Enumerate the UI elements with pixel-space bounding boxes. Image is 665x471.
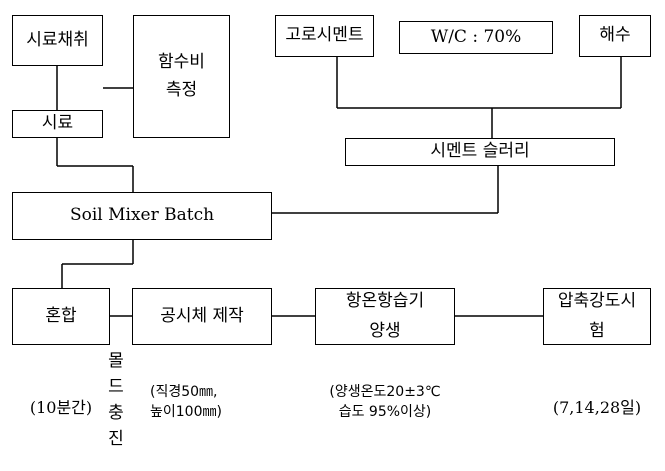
seawater-label: 해수 <box>599 25 631 46</box>
wc-ratio-box: W/C : 70% <box>399 21 553 54</box>
specimen-size-line-2: 높이100㎜) <box>150 404 222 421</box>
test-ages-note: (7,14,28일) <box>530 396 664 419</box>
mold-filling-char-1: 몰 <box>108 351 124 371</box>
moisture-line-2: 측정 <box>165 79 198 100</box>
moisture-content-text: 함수비 측정 <box>158 49 205 103</box>
soil-mixer-batch-label: Soil Mixer Batch <box>69 205 215 226</box>
specimen-making-box: 공시체 제작 <box>132 288 272 345</box>
mixing-box: 혼합 <box>12 288 110 345</box>
compression-test-box: 압축강도시 험 <box>543 288 651 345</box>
cement-slurry-label: 시멘트 슬러리 <box>430 141 530 162</box>
specimen-making-label: 공시체 제작 <box>160 305 244 326</box>
curing-line-2: 양생 <box>369 320 401 341</box>
compression-line-2: 험 <box>589 320 605 341</box>
soil-mixer-batch-box: Soil Mixer Batch <box>12 192 272 240</box>
sample-box: 시료 <box>12 110 103 138</box>
curing-cond-line-1: (양생온도20±3℃ <box>329 384 441 400</box>
curing-line-1: 항온항습기 <box>345 290 425 311</box>
mixing-time-text: (10분간) <box>29 398 93 417</box>
sample-label: 시료 <box>41 113 74 134</box>
seawater-box: 해수 <box>579 15 651 57</box>
test-ages-text: (7,14,28일) <box>552 398 642 417</box>
specimen-size-line-1: (직경50㎜, <box>150 384 218 400</box>
mold-filling-char-4: 진 <box>108 429 124 449</box>
blast-furnace-cement-box: 고로시멘트 <box>275 15 374 57</box>
mold-filling-vertical: 몰 드 충 진 <box>104 348 128 452</box>
cement-slurry-box: 시멘트 슬러리 <box>345 138 615 166</box>
curing-box: 항온항습기 양생 <box>315 288 455 345</box>
moisture-content-box: 함수비 측정 <box>133 15 230 138</box>
curing-cond-line-2: 습도 95%이상) <box>338 404 432 421</box>
compression-line-1: 압축강도시 <box>557 290 637 311</box>
mixing-label: 혼합 <box>45 305 77 326</box>
compression-test-text: 압축강도시 험 <box>558 287 636 347</box>
sample-collection-label: 시료채취 <box>26 29 89 50</box>
mold-filling-char-2: 드 <box>108 377 124 397</box>
curing-conditions-note: (양생온도20±3℃ 습도 95%이상) <box>315 382 455 423</box>
moisture-line-1: 함수비 <box>158 52 205 73</box>
mold-filling-char-3: 충 <box>108 403 124 423</box>
wc-ratio-label: W/C : 70% <box>430 26 522 47</box>
curing-text: 항온항습기 양생 <box>346 287 424 347</box>
blast-furnace-cement-label: 고로시멘트 <box>285 25 364 46</box>
specimen-size-note: (직경50㎜, 높이100㎜) <box>150 382 222 423</box>
sample-collection-box: 시료채취 <box>12 15 103 66</box>
mixing-time-note: (10분간) <box>12 396 110 419</box>
